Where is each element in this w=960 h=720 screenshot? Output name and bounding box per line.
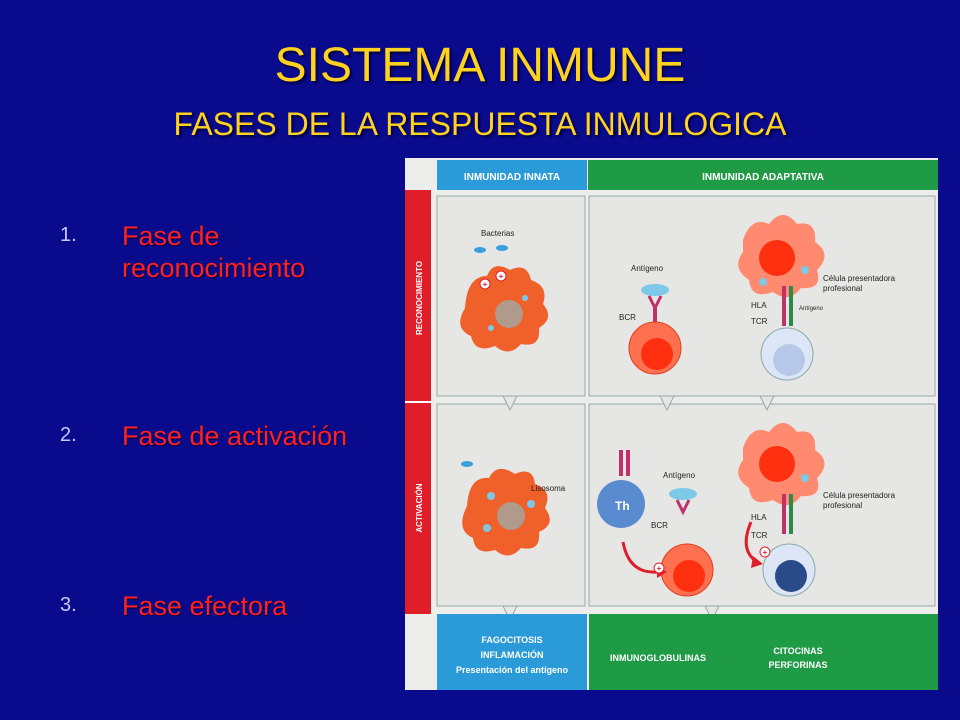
footer-citocinas: CITOCINAS	[773, 646, 822, 656]
svg-text:+: +	[483, 280, 488, 289]
footer-immunoglobulins: INMUNOGLOBULINAS	[610, 653, 706, 663]
innate-footer	[437, 614, 587, 690]
svg-text:+: +	[499, 272, 504, 281]
label-tcr: TCR	[751, 317, 768, 326]
th-cell	[597, 480, 645, 528]
phase-number: 3.	[60, 594, 77, 616]
adaptive-footer	[589, 614, 938, 690]
footer-fagocitosis: FAGOCITOSIS	[481, 635, 542, 645]
label-antigeno-2: Antígeno	[663, 471, 696, 480]
svg-text:+: +	[763, 548, 768, 557]
label-bacterias: Bacterias	[481, 229, 514, 238]
adaptive-header	[588, 160, 938, 190]
apc-nucleus	[759, 240, 795, 276]
diagram-svg: INMUNIDAD INNATA INMUNIDAD ADAPTATIVA RE…	[405, 158, 938, 690]
phase-label: Fase de reconocimiento	[122, 221, 306, 283]
svg-text:+: +	[657, 564, 662, 573]
innate-header-label: INMUNIDAD INNATA	[464, 172, 560, 183]
apc-nucleus	[759, 446, 795, 482]
label-th: Th	[615, 499, 630, 513]
label-lisosoma: Lisosoma	[531, 484, 566, 493]
label-apc-2-line1: Célula presentadora	[823, 491, 896, 500]
innate-header	[437, 160, 587, 190]
label-bcr: BCR	[619, 313, 636, 322]
macrophage-nucleus	[495, 300, 523, 328]
phase-number: 1.	[60, 224, 77, 246]
phase-label: Fase efectora	[122, 591, 288, 621]
footer-perforinas: PERFORINAS	[768, 660, 827, 670]
label-apc-line2: profesional	[823, 284, 862, 293]
label-apc-2-line2: profesional	[823, 501, 862, 510]
activation-row-label: ACTIVACIÓN	[415, 483, 424, 532]
slide-subtitle: FASES DE LA RESPUESTA INMULOGICA	[173, 106, 787, 142]
bacterium	[474, 247, 486, 253]
footer-inflamacion: INFLAMACIÓN	[481, 649, 544, 660]
label-antigeno-small: Antígeno	[799, 306, 824, 312]
adaptive-header-label: INMUNIDAD ADAPTATIVA	[702, 172, 824, 183]
antigen	[641, 284, 669, 296]
recognition-row-label: RECONOCIMIENTO	[415, 261, 424, 335]
label-apc-line1: Célula presentadora	[823, 274, 896, 283]
phase-number: 2.	[60, 424, 77, 446]
immune-response-diagram: INMUNIDAD INNATA INMUNIDAD ADAPTATIVA RE…	[405, 158, 938, 690]
label-antigeno: Antígeno	[631, 264, 664, 273]
slide-title: SISTEMA INMUNE	[274, 39, 686, 92]
phase-label: Fase de activación	[122, 421, 348, 451]
footer-presentacion: Presentación del antígeno	[456, 665, 569, 675]
label-tcr-2: TCR	[751, 531, 768, 540]
bacterium	[496, 245, 508, 251]
macrophage-nucleus	[497, 502, 525, 530]
label-bcr-2: BCR	[651, 521, 668, 530]
label-hla: HLA	[751, 301, 767, 310]
label-hla-2: HLA	[751, 513, 767, 522]
